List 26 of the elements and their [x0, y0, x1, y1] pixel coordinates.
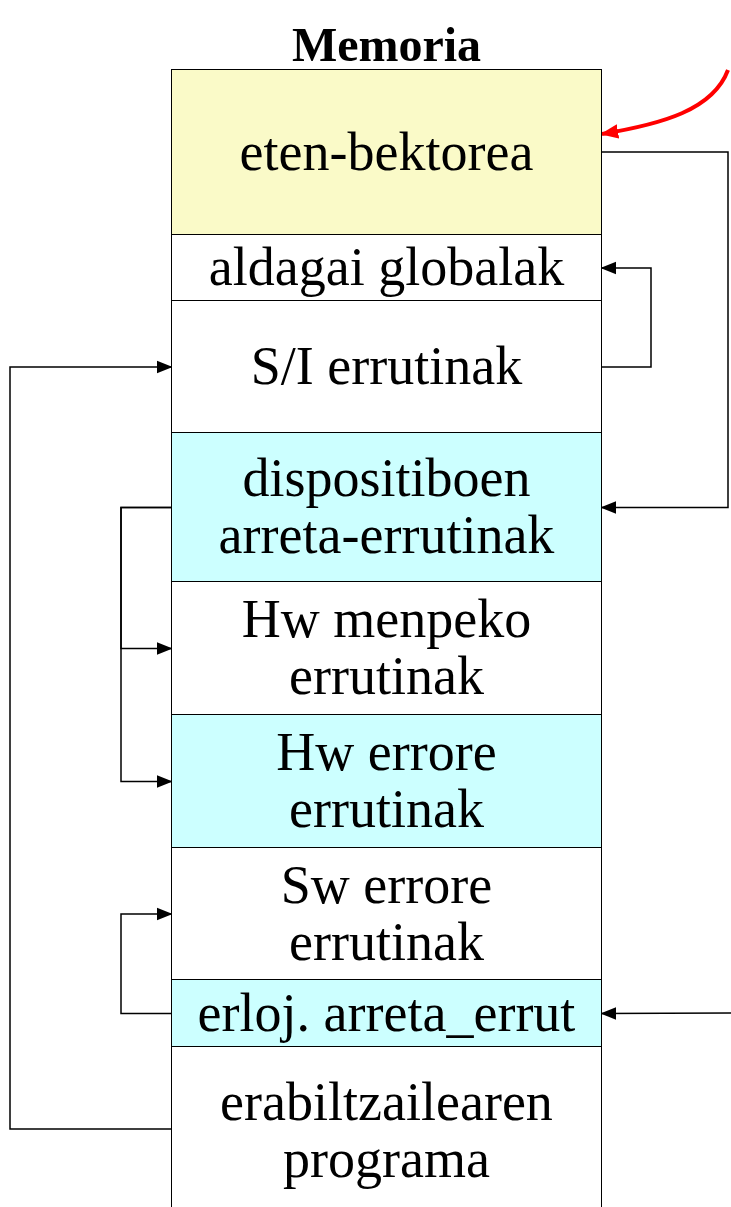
- memory-segment: [171, 433, 602, 582]
- memory-segment: [171, 715, 602, 848]
- diagram-title: Memoria: [290, 20, 483, 71]
- arrow: [600, 69, 730, 139]
- segment-label: S/I errutinak: [250, 338, 523, 395]
- arrow: [120, 506, 173, 788]
- arrow: [600, 261, 652, 368]
- arrow: [600, 1007, 731, 1020]
- segment-label: Hw menpeko errutinak: [240, 591, 533, 705]
- memory-segment: [171, 69, 602, 235]
- segment-label: Hw errore errutinak: [275, 724, 498, 838]
- segment-label: eten-bektorea: [239, 123, 534, 181]
- segment-label: erloj. arreta_errut: [197, 984, 576, 1042]
- arrow: [120, 907, 173, 1015]
- memory-segment: [171, 848, 602, 980]
- memory-segment: [171, 1047, 602, 1207]
- segment-label: dispositiboen arreta-errutinak: [217, 450, 556, 564]
- segment-label: erabiltzailearen programa: [219, 1073, 554, 1188]
- arrow: [600, 151, 729, 514]
- segment-label: Sw errore errutinak: [279, 856, 494, 971]
- memory-segment: [171, 235, 602, 301]
- memory-segment: [171, 582, 602, 715]
- memory-segment: [171, 301, 602, 433]
- segment-label: aldagai globalak: [208, 239, 565, 296]
- memory-segment: [171, 980, 602, 1047]
- arrow: [9, 360, 173, 1130]
